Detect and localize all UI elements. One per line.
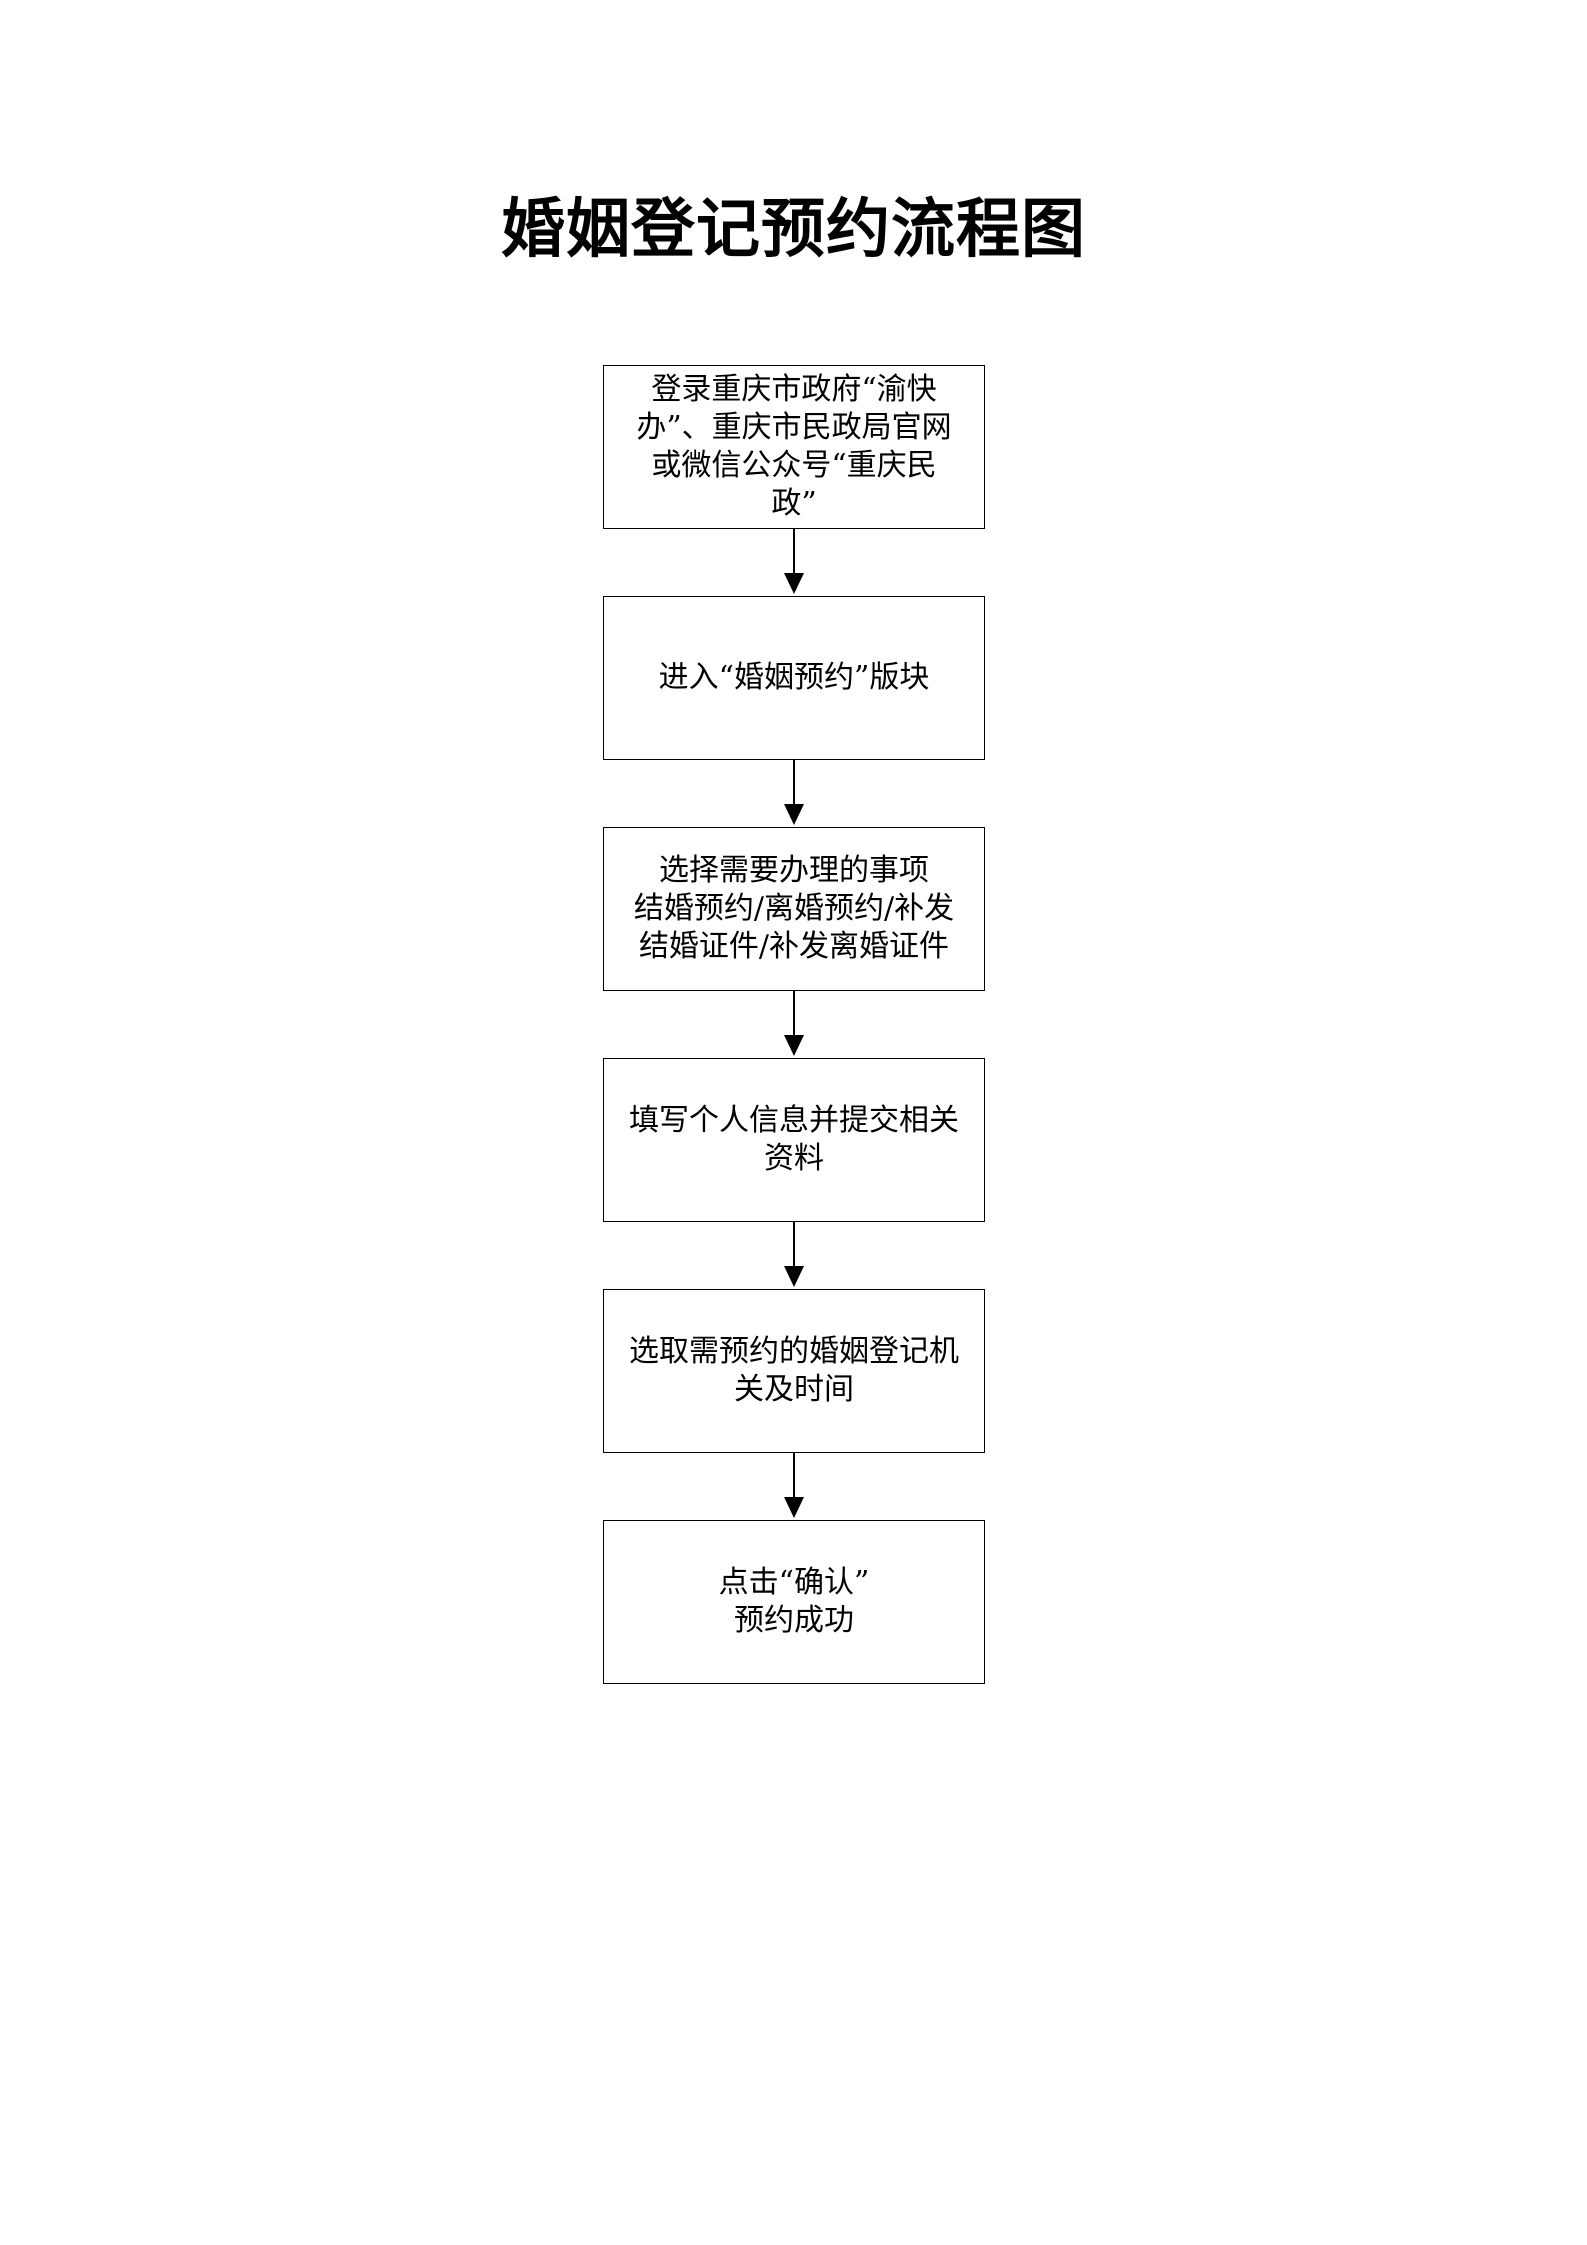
- flow-step-text: 预约成功: [734, 1603, 854, 1638]
- arrow-down-icon: [784, 1266, 804, 1287]
- flow-step-text: 进入“婚姻预约”版块: [658, 660, 930, 695]
- arrow-down-icon: [784, 573, 804, 594]
- flow-step-text: 结婚预约/离婚预约/补发: [633, 891, 955, 926]
- flow-step-text: 结婚证件/补发离婚证件: [638, 929, 950, 964]
- page-title: 婚姻登记预约流程图: [501, 192, 1086, 267]
- flow-step-text: 登录重庆市政府“渝快: [651, 372, 937, 407]
- flow-step-choose-office-time: 选取需预约的婚姻登记机 关及时间: [603, 1289, 985, 1453]
- arrow-down-icon: [784, 1497, 804, 1518]
- flow-step-text: 或微信公众号“重庆民: [651, 448, 937, 483]
- flow-step-enter-section: 进入“婚姻预约”版块: [603, 596, 985, 760]
- flow-step-text: 资料: [764, 1141, 824, 1176]
- connector-5-6: [784, 1453, 804, 1518]
- flow-step-login: 登录重庆市政府“渝快 办”、重庆市民政局官网 或微信公众号“重庆民 政”: [603, 365, 985, 529]
- flow-step-text: 关及时间: [734, 1372, 854, 1407]
- connector-3-4: [784, 991, 804, 1056]
- arrow-down-icon: [784, 804, 804, 825]
- connector-1-2: [784, 529, 804, 594]
- flow-step-fill-info: 填写个人信息并提交相关 资料: [603, 1058, 985, 1222]
- connector-2-3: [784, 760, 804, 825]
- flow-step-text: 填写个人信息并提交相关: [629, 1103, 959, 1138]
- flow-step-text: 办”、重庆市民政局官网: [636, 410, 952, 445]
- flow-step-select-item: 选择需要办理的事项 结婚预约/离婚预约/补发 结婚证件/补发离婚证件: [603, 827, 985, 991]
- arrow-down-icon: [784, 1035, 804, 1056]
- flow-step-confirm: 点击“确认” 预约成功: [603, 1520, 985, 1684]
- flow-step-text: 选取需预约的婚姻登记机: [629, 1334, 959, 1369]
- flow-step-text: 点击“确认”: [718, 1565, 870, 1600]
- connector-4-5: [784, 1222, 804, 1287]
- flow-step-text: 选择需要办理的事项: [659, 853, 929, 888]
- flow-step-text: 政”: [771, 486, 817, 521]
